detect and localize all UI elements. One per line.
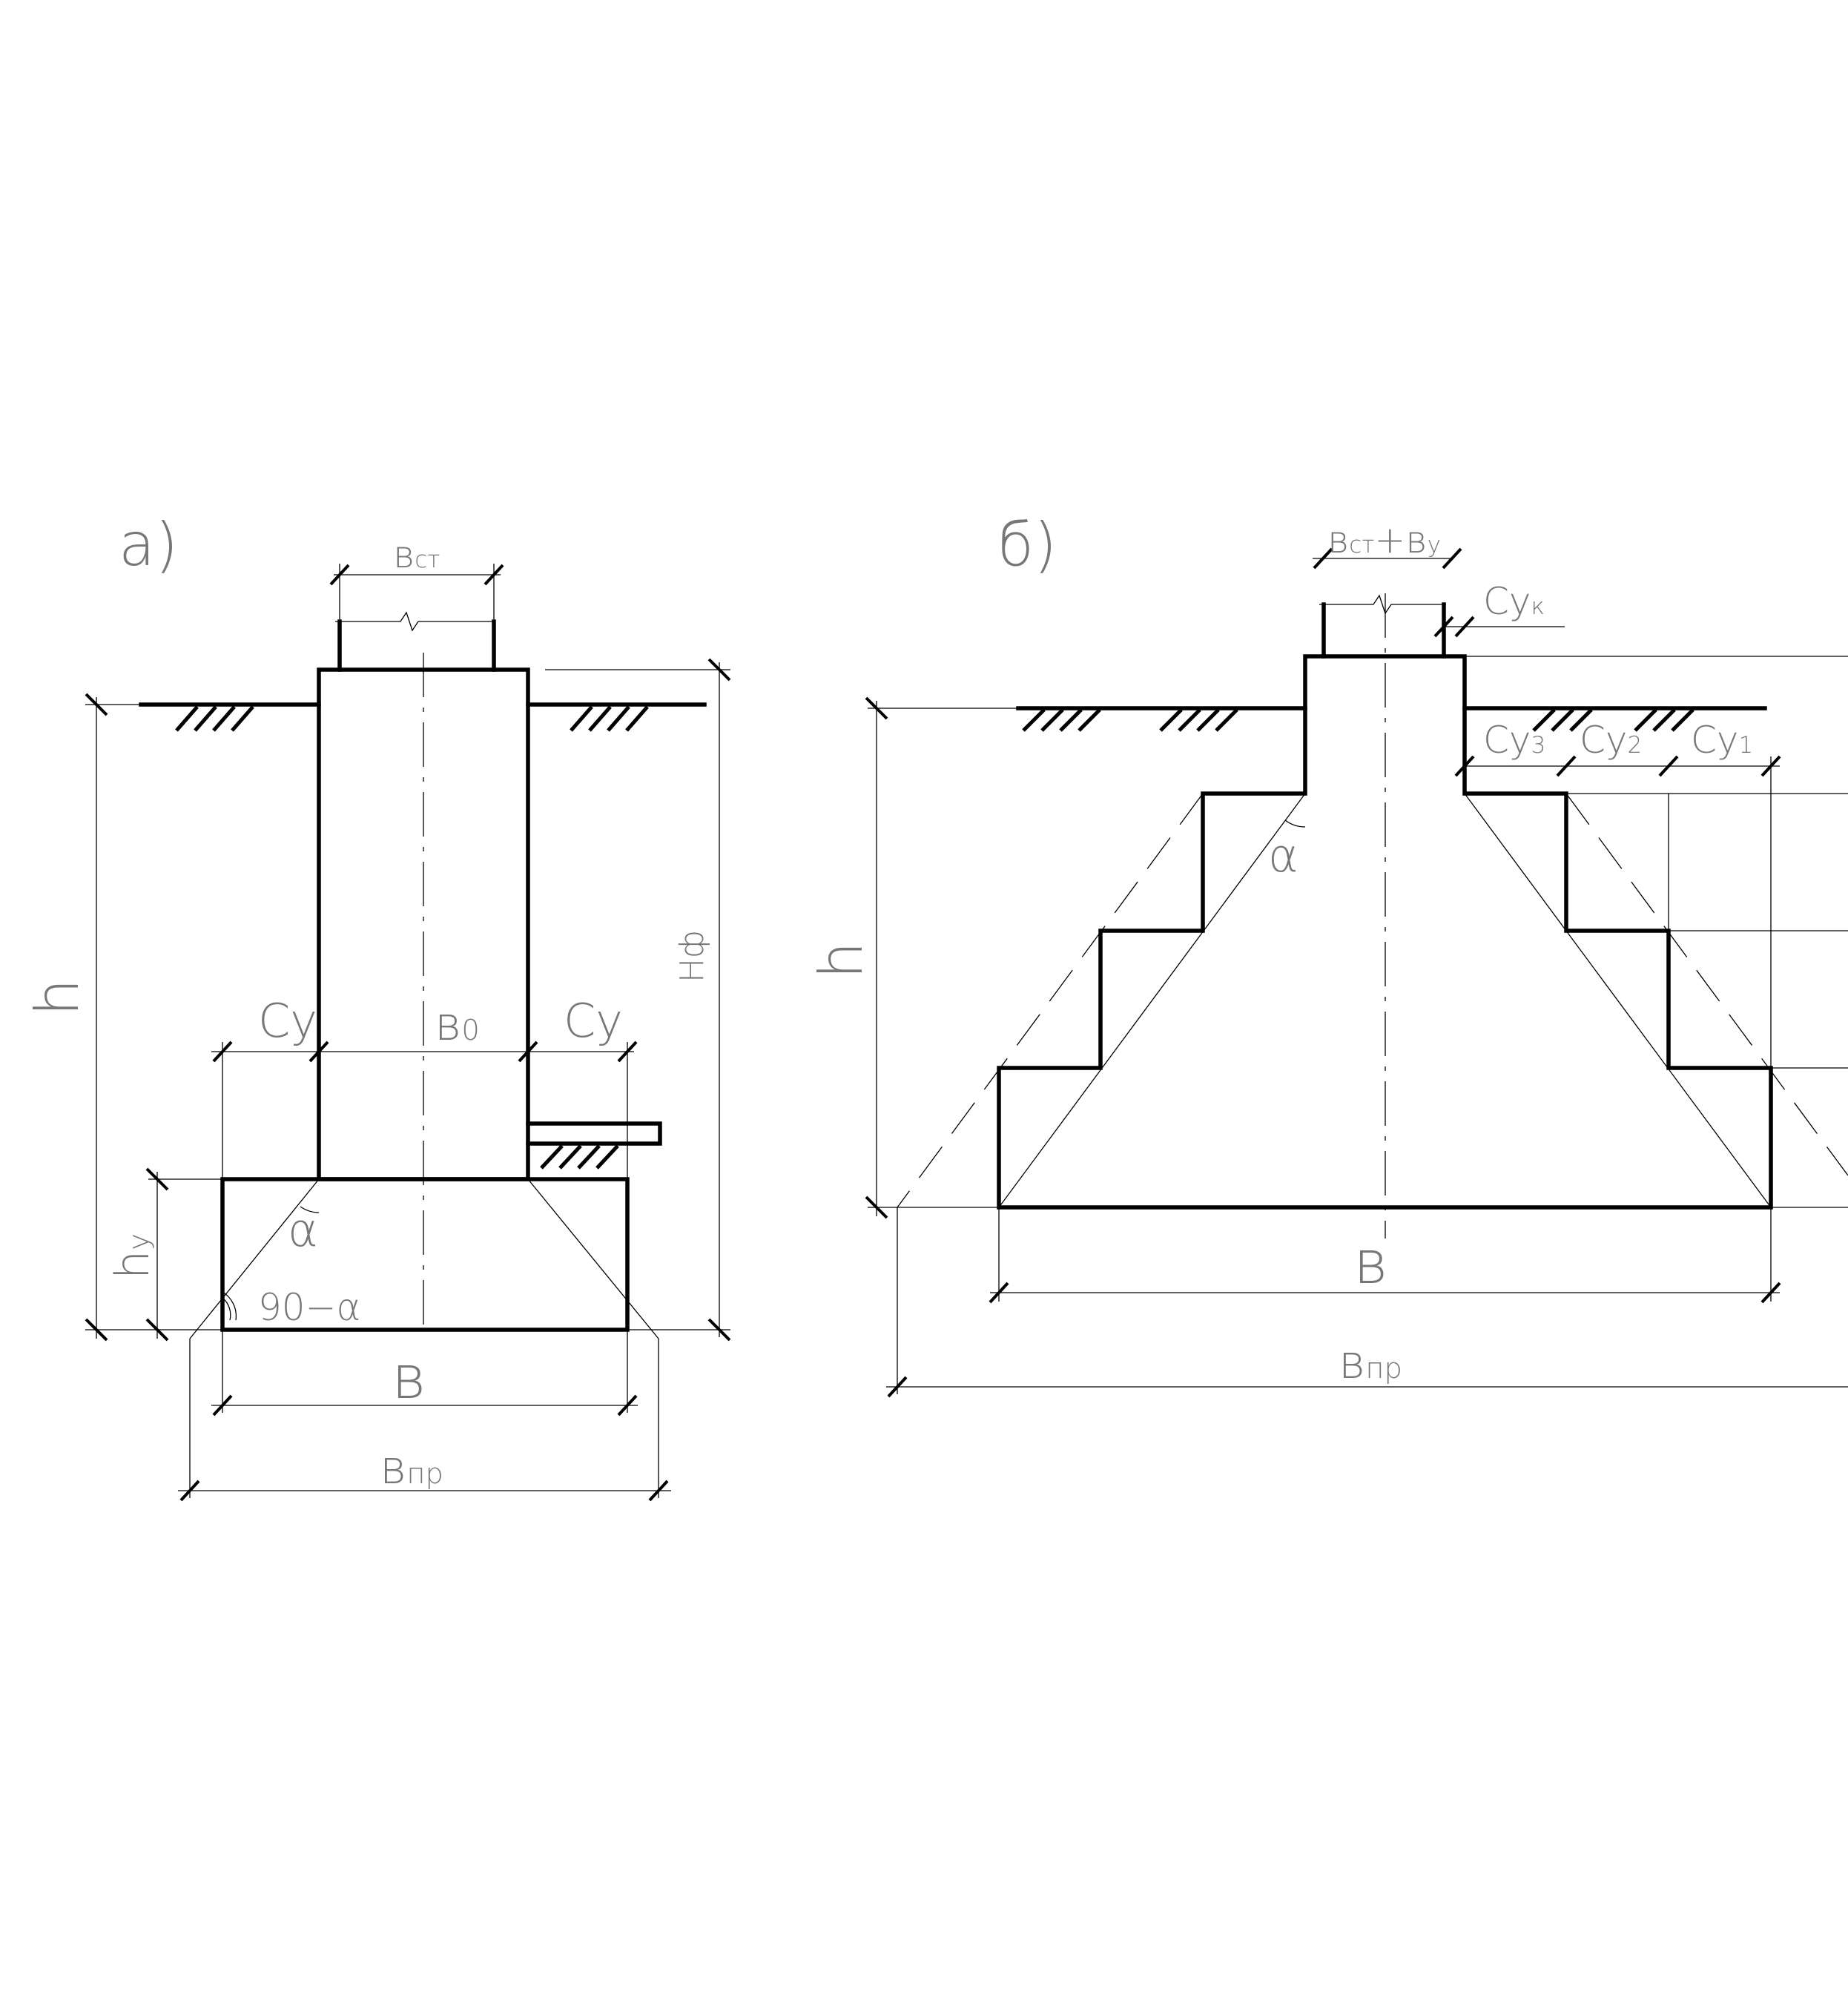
label-h-b: h (807, 941, 876, 979)
dim-cyk (1433, 616, 1565, 638)
label-hy: hу (105, 1233, 159, 1279)
label-b-b: в (1353, 1228, 1388, 1297)
label-bst-by: вст+ву (1327, 518, 1441, 561)
wall-stub (335, 611, 496, 672)
label-cy1: Су1 (1691, 719, 1753, 762)
panel-a-pressure-lines (189, 1178, 659, 1339)
dim-hy (145, 1167, 222, 1342)
label-b0: в0 (435, 997, 480, 1051)
panel-b-tag: б) (997, 510, 1057, 579)
panel-a-tag: а) (119, 510, 178, 579)
dim-cy-steps (1454, 755, 1781, 1068)
dim-b-b (989, 1207, 1781, 1304)
dim-bst-by (1313, 547, 1462, 570)
floor-slab (526, 1121, 662, 1170)
alpha-arc-a (300, 1206, 320, 1213)
label-cy-left: Су (258, 994, 317, 1048)
panel-b: б) (807, 510, 1848, 1398)
label-bpr-b: впр (1339, 1335, 1402, 1389)
dim-bpr-b (886, 1207, 1848, 1398)
dim-hf (545, 658, 731, 1342)
ground-hatch-b-right (1532, 708, 1694, 732)
dim-b-st (329, 564, 504, 619)
dim-cy-b0-cy (211, 1041, 638, 1179)
label-cy-right: Су (564, 994, 623, 1048)
label-b-a: в (392, 1343, 426, 1412)
panel-b-ground (1016, 706, 1767, 732)
dim-bpr-a (178, 1339, 671, 1502)
label-90-alpha: 90−α (258, 1286, 360, 1329)
ground-hatch-left (175, 705, 254, 732)
panel-b-right-extensions (1465, 656, 1848, 1208)
label-cy3: Су3 (1483, 719, 1545, 762)
label-cyk: Сук (1483, 580, 1545, 623)
dim-b-a (211, 1330, 638, 1417)
ground-hatch-b-left (1022, 708, 1238, 732)
panel-a: а) (23, 510, 731, 1502)
alpha-arc-b (1284, 819, 1306, 828)
ninety-arc-a (222, 1297, 231, 1321)
ground-hatch-right (570, 705, 649, 732)
label-alpha-a: α (288, 1203, 318, 1257)
dim-h-a (85, 693, 222, 1342)
footing-pad (220, 1177, 630, 1332)
label-bpr-a: впр (380, 1440, 443, 1494)
wall-stub-b (1319, 594, 1446, 659)
dim-h-b (865, 696, 1018, 1219)
label-b-st: вст (393, 533, 440, 576)
label-cy2: Су2 (1580, 719, 1642, 762)
panel-b-pressure-lines (897, 793, 1848, 1208)
label-hf: Нф (673, 930, 711, 983)
label-h-a: h (23, 978, 92, 1016)
label-alpha-b: α (1268, 828, 1298, 883)
panel-a-ground (139, 702, 707, 732)
